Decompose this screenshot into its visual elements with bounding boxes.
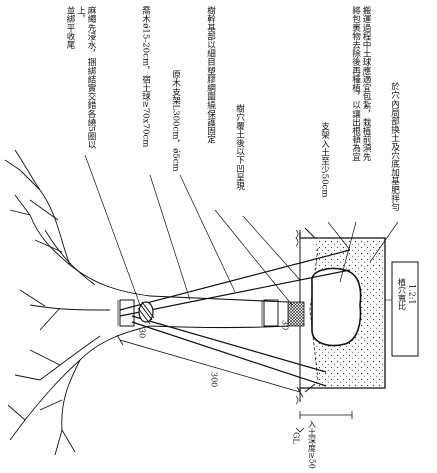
- stake-lower: [131, 315, 327, 373]
- root-ball: [311, 267, 362, 347]
- stake-upper: [119, 249, 351, 311]
- leader-stake: [179, 174, 236, 293]
- annotation-rootball: 搬運過程中土球應適宜包紮，栽植前須先 將包裹物去除後再種植，以讓出根頓為宜: [345, 6, 372, 226]
- tree-trunk: [149, 295, 289, 329]
- annotation-rootball-line1: 搬運過程中土球應適宜包紮，栽植前須先: [361, 6, 371, 161]
- leader-tree: [149, 174, 191, 301]
- support-stakes: [119, 249, 351, 387]
- tree-crown: [4, 149, 151, 456]
- depth-dim: [295, 411, 353, 433]
- depth-label: 入土深度≥50: [307, 420, 317, 469]
- dim-30-lower-label: 30: [280, 320, 290, 331]
- annotation-rope-line2: 並綁平收尾: [65, 6, 75, 49]
- backfill-curve: [309, 247, 319, 381]
- annotation-soil: 於穴內局部換土及穴底加基肥拌勻: [389, 82, 400, 211]
- leader-depth: [327, 221, 351, 251]
- leader-rope: [84, 154, 141, 306]
- stake-lower-b: [131, 321, 327, 387]
- soil-ratio-box: [385, 261, 419, 357]
- leader-lines: [84, 154, 399, 306]
- rope-binding: [137, 301, 155, 325]
- dim-30-upper-label: 30: [137, 328, 147, 339]
- annotation-stake-spec: 原木支架L300cm，ǿ5cm: [170, 70, 181, 172]
- annotation-rope: 麻繩先浸水，捆綁結實交錯各繞5圈以上， 並綁平收尾: [65, 6, 97, 156]
- annotation-mound: 樹穴覆土後以下凹呈現: [234, 104, 245, 190]
- leader-net: [214, 209, 293, 306]
- stake-upper-b: [119, 269, 351, 317]
- dim-30-lower: [261, 299, 279, 327]
- dim-300-label: 300: [209, 372, 219, 388]
- soil-ratio-line2: 1.2:1: [407, 284, 417, 305]
- annotation-tree-spec: 喬木ǿ15-20cm，宿土球≥70x70cm: [140, 6, 151, 148]
- dim-30-upper: [117, 299, 135, 327]
- annotation-rootball-line2: 將包裹物去除後再種植，以讓出根頓為宜: [350, 6, 361, 161]
- soil-ratio-line1: 植穴寬比: [397, 278, 407, 310]
- annotation-stake-depth: 支架入土至少50cm: [319, 122, 330, 198]
- annotation-rope-line1: 麻繩先浸水，捆綁結實交錯各繞5圈以上，: [75, 6, 97, 150]
- ground-level-label: GL: [291, 432, 301, 444]
- leader-mound: [242, 215, 301, 281]
- leader-rootball: [339, 221, 357, 283]
- annotation-trunk-net: 樹幹基部以細目塑膠網圍繞保護固定: [205, 6, 216, 144]
- dim-300: [116, 334, 304, 398]
- leader-soil: [369, 221, 399, 263]
- trunk-net: [287, 301, 305, 327]
